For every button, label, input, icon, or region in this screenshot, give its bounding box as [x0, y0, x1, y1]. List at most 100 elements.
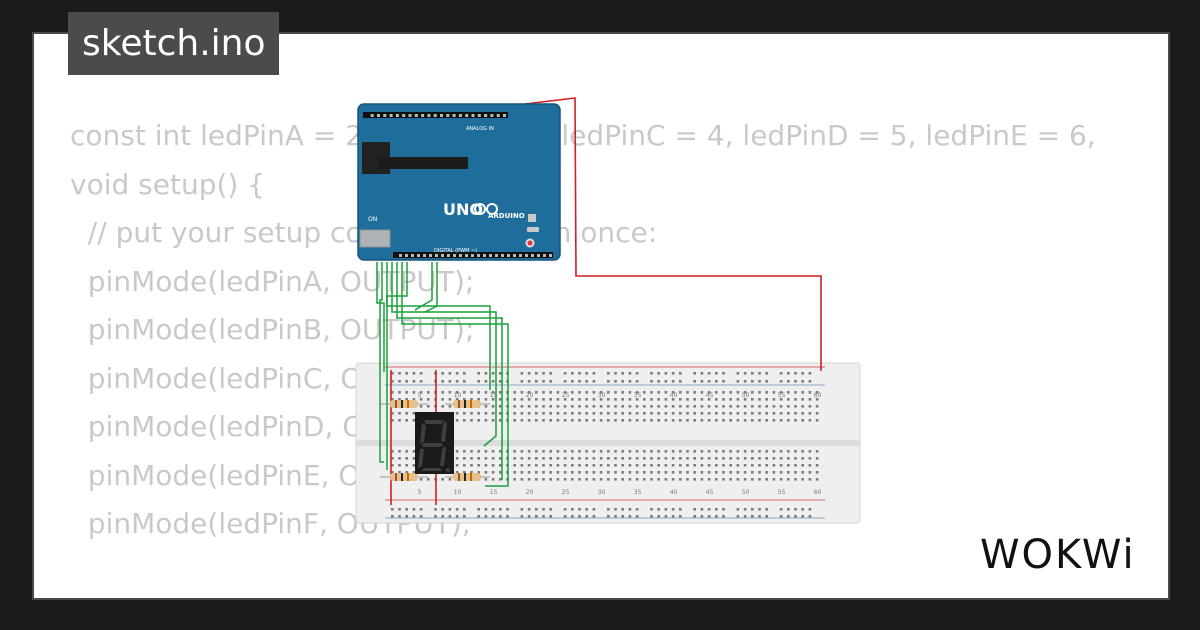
breadboard-hole[interactable] [801, 457, 804, 460]
breadboard-hole[interactable] [542, 419, 545, 422]
header-pin[interactable] [543, 254, 546, 257]
breadboard-hole[interactable] [412, 515, 416, 518]
header-pin[interactable] [531, 254, 534, 257]
breadboard-hole[interactable] [477, 450, 480, 453]
breadboard-hole[interactable] [715, 464, 718, 467]
breadboard-hole[interactable] [650, 450, 653, 453]
breadboard-hole[interactable] [607, 478, 610, 481]
breadboard-hole[interactable] [491, 478, 495, 481]
breadboard-hole[interactable] [743, 412, 747, 415]
breadboard-hole[interactable] [628, 478, 632, 481]
breadboard-hole[interactable] [585, 405, 588, 408]
breadboard-hole[interactable] [729, 450, 732, 453]
breadboard-hole[interactable] [441, 508, 444, 511]
breadboard-hole[interactable] [520, 405, 524, 408]
breadboard-hole[interactable] [448, 391, 452, 394]
file-tab[interactable]: sketch.ino [68, 12, 280, 75]
breadboard-hole[interactable] [765, 419, 768, 422]
breadboard-hole[interactable] [499, 412, 502, 415]
breadboard-hole[interactable] [592, 478, 596, 481]
breadboard-hole[interactable] [455, 450, 459, 453]
breadboard-hole[interactable] [751, 398, 754, 401]
breadboard-hole[interactable] [715, 508, 718, 511]
breadboard-hole[interactable] [808, 372, 812, 375]
header-pin[interactable] [537, 254, 540, 257]
breadboard-hole[interactable] [779, 515, 783, 518]
breadboard-hole[interactable] [427, 405, 430, 408]
header-pin[interactable] [471, 254, 474, 257]
breadboard-hole[interactable] [463, 450, 466, 453]
breadboard-hole[interactable] [715, 372, 718, 375]
breadboard-hole[interactable] [520, 508, 524, 511]
breadboard-hole[interactable] [787, 372, 790, 375]
breadboard-hole[interactable] [599, 405, 603, 408]
breadboard-hole[interactable] [441, 515, 444, 518]
header-pin[interactable] [490, 114, 494, 117]
breadboard-hole[interactable] [484, 398, 488, 401]
breadboard-hole[interactable] [621, 412, 624, 415]
breadboard-hole[interactable] [549, 380, 552, 383]
breadboard-hole[interactable] [808, 391, 812, 394]
breadboard-hole[interactable] [722, 471, 725, 474]
breadboard-hole[interactable] [391, 450, 394, 453]
breadboard-hole[interactable] [448, 398, 452, 401]
breadboard-hole[interactable] [563, 398, 567, 401]
breadboard-hole[interactable] [463, 419, 466, 422]
breadboard-hole[interactable] [700, 515, 704, 518]
breadboard-hole[interactable] [794, 380, 797, 383]
header-pin[interactable] [525, 254, 528, 257]
breadboard-hole[interactable] [671, 464, 675, 467]
breadboard-hole[interactable] [542, 471, 545, 474]
breadboard-hole[interactable] [578, 380, 581, 383]
breadboard-hole[interactable] [801, 405, 804, 408]
breadboard-hole[interactable] [693, 515, 696, 518]
breadboard-hole[interactable] [686, 419, 689, 422]
breadboard-hole[interactable] [765, 405, 768, 408]
breadboard-hole[interactable] [419, 405, 423, 408]
breadboard-hole[interactable] [607, 450, 610, 453]
breadboard-hole[interactable] [520, 412, 524, 415]
breadboard-hole[interactable] [491, 391, 495, 394]
breadboard-hole[interactable] [650, 515, 653, 518]
breadboard-hole[interactable] [707, 391, 711, 394]
breadboard-hole[interactable] [405, 508, 408, 511]
breadboard-hole[interactable] [743, 457, 747, 460]
breadboard-hole[interactable] [722, 464, 725, 467]
breadboard-hole[interactable] [441, 405, 444, 408]
breadboard-hole[interactable] [751, 380, 754, 383]
breadboard-hole[interactable] [743, 419, 747, 422]
breadboard-hole[interactable] [556, 450, 560, 453]
breadboard-hole[interactable] [621, 372, 624, 375]
breadboard-hole[interactable] [643, 391, 646, 394]
breadboard-hole[interactable] [722, 419, 725, 422]
breadboard-hole[interactable] [801, 380, 804, 383]
breadboard-hole[interactable] [592, 419, 596, 422]
breadboard-hole[interactable] [808, 398, 812, 401]
breadboard-hole[interactable] [801, 372, 804, 375]
breadboard-hole[interactable] [751, 471, 754, 474]
breadboard-hole[interactable] [405, 464, 408, 467]
breadboard-hole[interactable] [707, 372, 711, 375]
breadboard-hole[interactable] [779, 398, 783, 401]
breadboard-hole[interactable] [736, 419, 740, 422]
breadboard-hole[interactable] [455, 380, 459, 383]
breadboard-hole[interactable] [621, 380, 624, 383]
breadboard-hole[interactable] [455, 372, 459, 375]
breadboard-hole[interactable] [635, 457, 639, 460]
breadboard-hole[interactable] [455, 515, 459, 518]
breadboard-hole[interactable] [801, 412, 804, 415]
breadboard-hole[interactable] [693, 478, 696, 481]
breadboard-hole[interactable] [607, 515, 610, 518]
breadboard-hole[interactable] [664, 405, 668, 408]
breadboard-hole[interactable] [765, 508, 768, 511]
breadboard-hole[interactable] [499, 478, 502, 481]
breadboard-hole[interactable] [650, 419, 653, 422]
breadboard-hole[interactable] [765, 464, 768, 467]
breadboard-hole[interactable] [779, 380, 783, 383]
breadboard-hole[interactable] [635, 412, 639, 415]
breadboard-hole[interactable] [643, 471, 646, 474]
breadboard-hole[interactable] [563, 412, 567, 415]
breadboard-hole[interactable] [707, 515, 711, 518]
breadboard-hole[interactable] [527, 405, 531, 408]
breadboard-hole[interactable] [693, 412, 696, 415]
